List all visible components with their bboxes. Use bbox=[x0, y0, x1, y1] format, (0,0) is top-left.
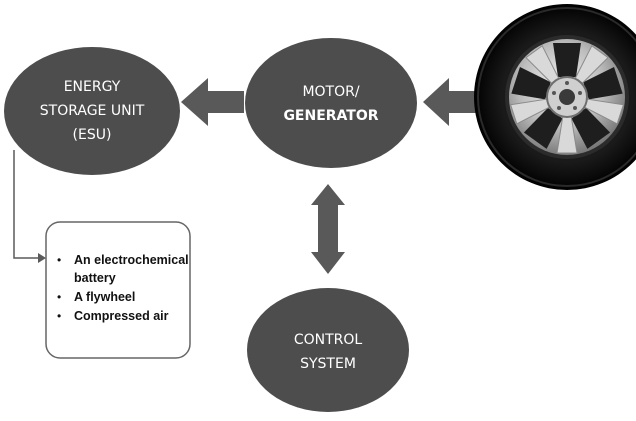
arrow-wheel-to-motor bbox=[423, 78, 490, 126]
esu-label-line-2: STORAGE UNIT bbox=[40, 103, 145, 119]
esu-to-options-connector bbox=[13, 150, 38, 259]
esu-label-line-3: (ESU) bbox=[73, 127, 112, 143]
list-item-battery-line-1: An electrochemical bbox=[74, 253, 189, 267]
list-item-battery-line-2: battery bbox=[74, 271, 116, 285]
control-label-line-2: SYSTEM bbox=[300, 356, 356, 372]
arrow-motor-to-esu bbox=[181, 78, 244, 126]
arrow-motor-control-bidirectional bbox=[311, 184, 345, 274]
generator-label: GENERATOR bbox=[283, 108, 378, 124]
connector-arrowhead bbox=[38, 253, 46, 263]
esu-node: ENERGY STORAGE UNIT (ESU) bbox=[4, 47, 180, 175]
list-item-bullet: • bbox=[57, 290, 61, 304]
motor-generator-node: MOTOR/ GENERATOR bbox=[245, 38, 417, 168]
motor-label: MOTOR/ bbox=[302, 84, 359, 100]
esu-label-line-1: ENERGY bbox=[64, 79, 121, 95]
list-item-compressed-air: Compressed air bbox=[74, 309, 169, 323]
control-system-node: CONTROL SYSTEM bbox=[247, 288, 409, 412]
storage-options-box: • An electrochemical battery • A flywhee… bbox=[45, 221, 191, 359]
list-item-bullet: • bbox=[57, 253, 61, 267]
list-item-bullet: • bbox=[57, 309, 61, 323]
list-item-flywheel: A flywheel bbox=[74, 290, 135, 304]
car-wheel-icon bbox=[474, 4, 636, 190]
control-label-line-1: CONTROL bbox=[294, 332, 363, 348]
